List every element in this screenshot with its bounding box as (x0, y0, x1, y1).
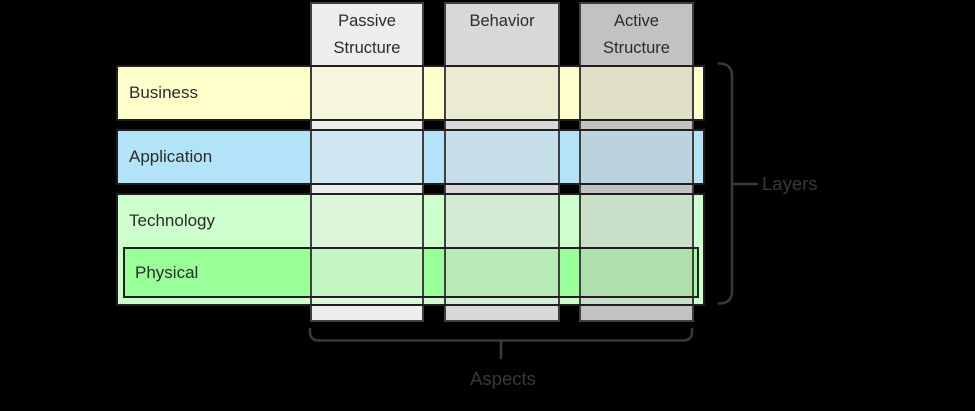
cell-physical-passive-structure (310, 249, 424, 296)
layer-row-label: Technology (129, 211, 216, 230)
layer-row-physical: Physical (123, 247, 699, 298)
cell-application-active-structure (579, 131, 694, 183)
aspect-column-header: Behavior (469, 12, 535, 30)
layers-bracket (717, 62, 734, 305)
cell-physical-behavior (444, 249, 560, 296)
cell-application-behavior (444, 131, 560, 183)
layer-row-application: Application (116, 129, 705, 185)
layer-row-business: Business (116, 65, 705, 121)
cell-business-active-structure (579, 67, 694, 119)
aspects-annotation-label: Aspects (470, 368, 536, 389)
cell-business-behavior (444, 67, 560, 119)
aspects-bracket (308, 327, 694, 342)
layer-row-label: Application (129, 147, 213, 166)
cell-application-passive-structure (310, 131, 424, 183)
layers-annotation-label: Layers (762, 173, 818, 194)
aspect-column-header: Active Structure (603, 12, 670, 57)
layer-row-label: Business (129, 83, 198, 102)
cell-business-passive-structure (310, 67, 424, 119)
cell-physical-active-structure (579, 249, 694, 296)
layer-row-label: Physical (135, 262, 199, 282)
aspect-column-header: Passive Structure (333, 12, 401, 57)
